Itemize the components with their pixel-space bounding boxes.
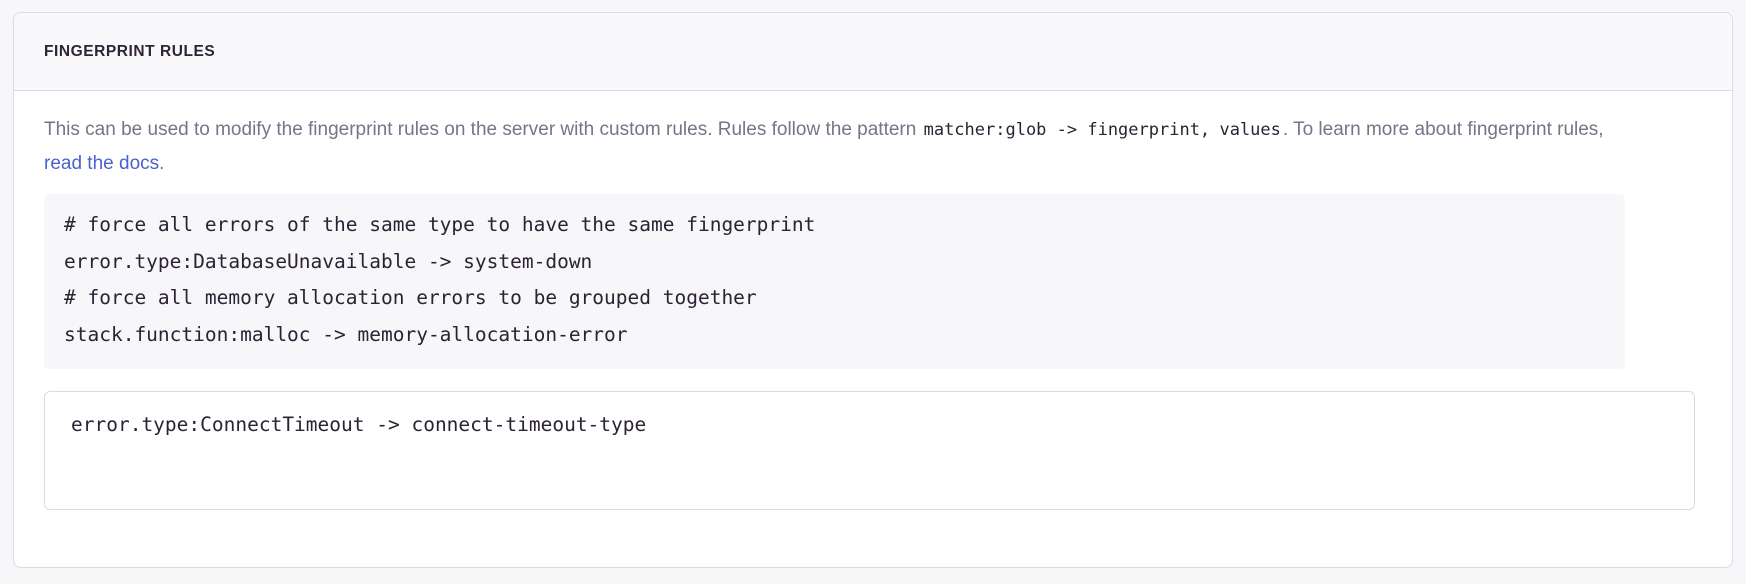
read-the-docs-link[interactable]: read the docs (44, 153, 160, 174)
example-rules-code: # force all errors of the same type to h… (64, 213, 816, 346)
panel-header: Fingerprint Rules (14, 13, 1732, 91)
example-rules-code-block: # force all errors of the same type to h… (44, 194, 1625, 369)
fingerprint-rules-input[interactable] (44, 391, 1695, 510)
description-text-part-3: . (159, 153, 165, 174)
description-text-part-2: . To learn more about fingerprint rules, (1282, 119, 1604, 140)
description-text-part-1: This can be used to modify the fingerpri… (44, 119, 922, 140)
fingerprint-rules-description: This can be used to modify the fingerpri… (44, 113, 1604, 180)
page-title: Fingerprint Rules (44, 42, 216, 60)
panel-body: This can be used to modify the fingerpri… (14, 91, 1732, 510)
fingerprint-rules-panel: Fingerprint Rules This can be used to mo… (13, 12, 1733, 568)
inline-code-values: values (1219, 120, 1281, 140)
inline-code-pattern: matcher:glob -> fingerprint, (923, 120, 1211, 140)
